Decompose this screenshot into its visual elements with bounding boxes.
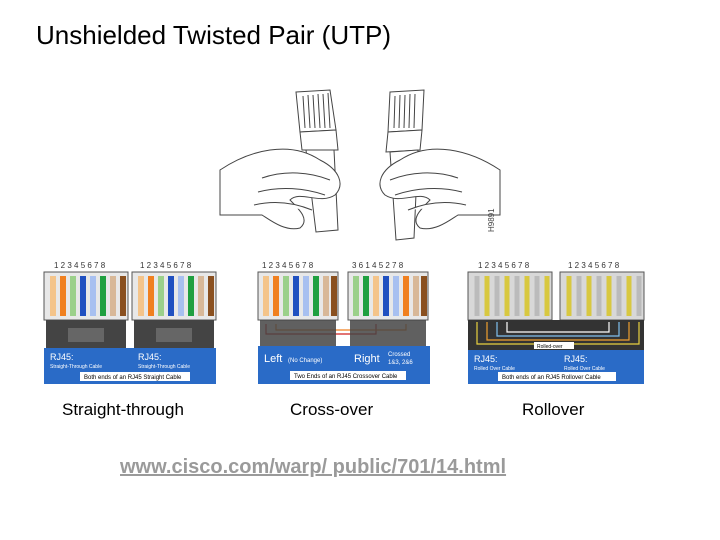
rollover-bottom-caption: Both ends of an RJ45 Rollover Cable xyxy=(502,375,601,381)
straight-bottom-caption: Both ends of an RJ45 Straight Cable xyxy=(84,375,182,381)
rollover-left-connector-label: RJ45: xyxy=(474,354,498,364)
rollover-right-pin-numbers: 1 2 3 4 5 6 7 8 xyxy=(568,261,620,270)
straight-left-sub: Straight-Through Cable xyxy=(50,364,102,370)
cross-right-label: Right xyxy=(354,353,380,365)
hands-code-label: H9891 xyxy=(487,208,496,232)
cross-left-sub: (No Change) xyxy=(288,358,322,364)
cross-bottom-caption: Two Ends of an RJ45 Crossover Cable xyxy=(294,374,398,380)
cross-left-pin-numbers: 1 2 3 4 5 6 7 8 xyxy=(262,261,314,270)
straight-through-diagram: 1 2 3 4 5 6 7 8 1 2 3 4 5 6 7 8 RJ45: St… xyxy=(43,261,217,384)
crossover-diagram: 1 2 3 4 5 6 7 8 3 6 1 4 5 2 7 8 Left (No… xyxy=(257,261,430,384)
caption-cross-over: Cross-over xyxy=(290,400,374,419)
rollover-center-tag: Rolled-over xyxy=(537,344,563,350)
caption-straight-through: Straight-through xyxy=(62,400,184,419)
cross-left-label: Left xyxy=(264,353,282,365)
cross-right-pin-numbers: 3 6 1 4 5 2 7 8 xyxy=(352,261,404,270)
straight-left-pin-numbers: 1 2 3 4 5 6 7 8 xyxy=(54,261,106,270)
straight-right-sub: Straight-Through Cable xyxy=(138,364,190,370)
reference-link[interactable]: www.cisco.com/warp/ public/701/14.html xyxy=(120,456,507,478)
cross-right-sub: Crossed xyxy=(388,352,410,358)
straight-right-pin-numbers: 1 2 3 4 5 6 7 8 xyxy=(140,261,192,270)
rollover-right-connector-label: RJ45: xyxy=(564,354,588,364)
straight-right-connector-label: RJ45: xyxy=(138,352,162,362)
rollover-right-sub: Rolled Over Cable xyxy=(564,366,605,372)
straight-left-connector-label: RJ45: xyxy=(50,352,74,362)
rollover-left-pin-numbers: 1 2 3 4 5 6 7 8 xyxy=(478,261,530,270)
rollover-left-sub: Rolled Over Cable xyxy=(474,366,515,372)
cross-right-sub2: 1&3, 2&6 xyxy=(388,360,413,366)
caption-rollover: Rollover xyxy=(522,400,585,419)
rollover-diagram: 1 2 3 4 5 6 7 8 1 2 3 4 5 6 7 8 Rolled-o… xyxy=(467,261,645,384)
slide-title: Unshielded Twisted Pair (UTP) xyxy=(36,20,391,50)
